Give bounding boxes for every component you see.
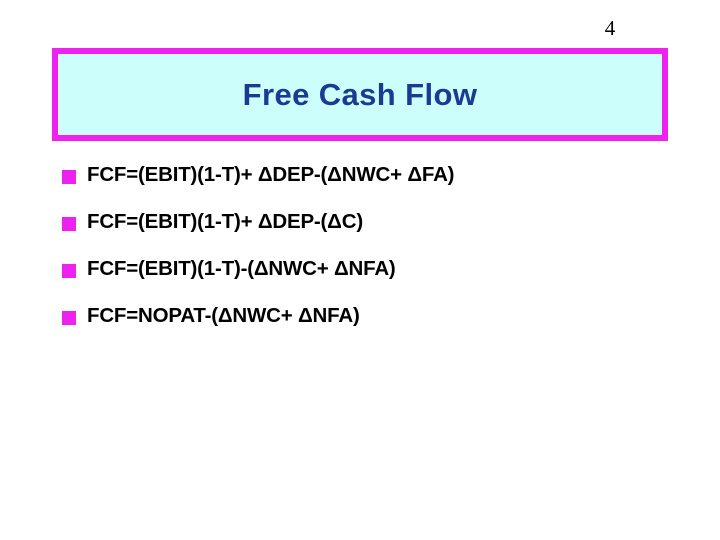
square-bullet-icon (62, 216, 76, 231)
list-item-label: FCF=(EBIT)(1-T)+ ΔDEP-(ΔNWC+ ΔFA) (87, 163, 455, 187)
list-item-label: FCF=NOPAT-(ΔNWC+ ΔNFA) (87, 304, 360, 328)
list-item: FCF=(EBIT)(1-T)+ ΔDEP-(ΔC) (0, 199, 720, 246)
page-title: Free Cash Flow (242, 77, 478, 112)
page-number: 4 (604, 16, 616, 40)
list-item-label: FCF=(EBIT)(1-T)+ ΔDEP-(ΔC) (87, 210, 363, 234)
list-item: FCF=(EBIT)(1-T)-(ΔNWC+ ΔNFA) (0, 246, 720, 293)
list-item: FCF=(EBIT)(1-T)+ ΔDEP-(ΔNWC+ ΔFA) (0, 152, 720, 199)
square-bullet-icon (62, 263, 76, 278)
list-item-label: FCF=(EBIT)(1-T)-(ΔNWC+ ΔNFA) (87, 257, 396, 281)
bullet-list: FCF=(EBIT)(1-T)+ ΔDEP-(ΔNWC+ ΔFA) FCF=(E… (0, 152, 720, 340)
square-bullet-icon (62, 169, 76, 184)
list-item: FCF=NOPAT-(ΔNWC+ ΔNFA) (0, 293, 720, 340)
title-box: Free Cash Flow (52, 48, 668, 141)
square-bullet-icon (62, 310, 76, 325)
